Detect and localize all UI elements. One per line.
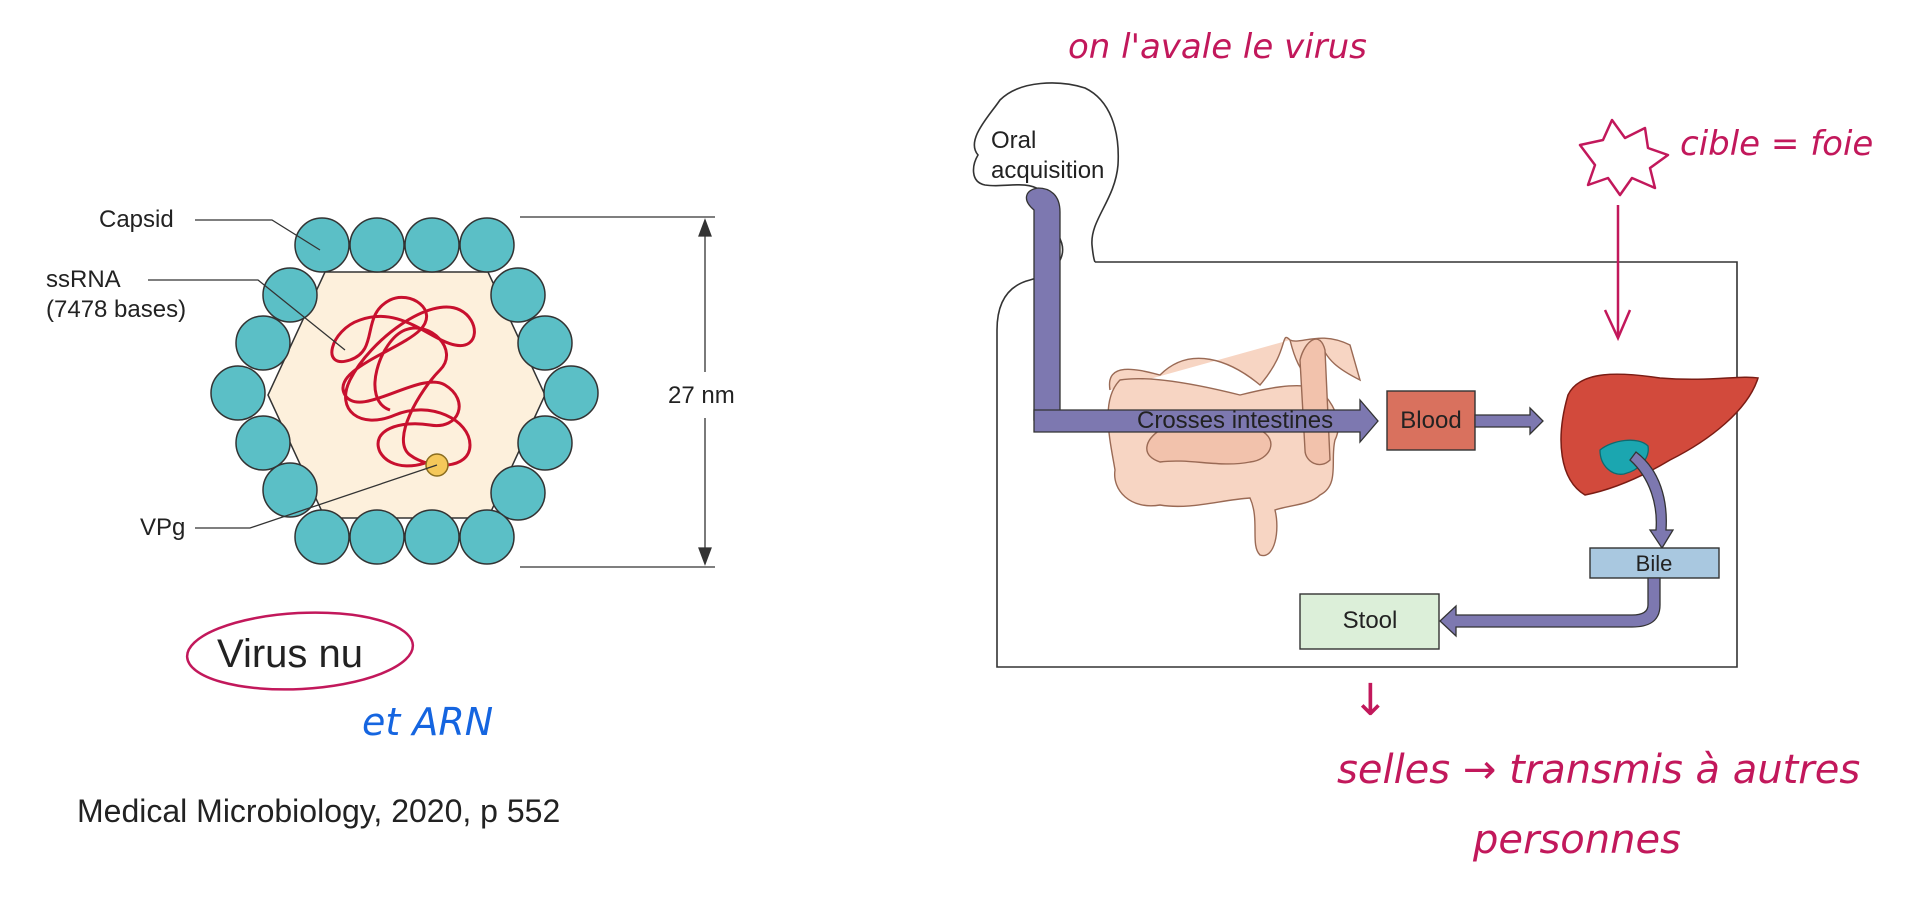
blood-to-liver-arrow [1474,406,1544,436]
oral-label-line2: acquisition [991,157,1104,184]
transmission-annotation-line2: personnes [1472,817,1681,863]
crosses-intestines-label: Crosses intestines [1137,407,1333,434]
starburst-icon [1578,118,1670,197]
bile-box [1589,547,1720,579]
capsomere [490,465,546,521]
citation: Medical Microbiology, 2020, p 552 [77,793,560,829]
capsomere [294,509,350,565]
capsomere [404,509,460,565]
stool-label: Stool [1343,607,1398,634]
virus-caption: Virus nu [217,632,363,676]
virion-structure: Capsid ssRNA (7478 bases) VPg 27 nm [46,206,735,568]
stool-arrow-annotation: ↓ [1352,675,1389,726]
leader-lines [148,219,438,529]
transmission-annotation-line1: selles → transmis à autres [1337,747,1860,793]
ssrna-bases-label: (7478 bases) [46,296,186,323]
capsomere [459,217,515,273]
capsomere [349,509,405,565]
vpg-label: VPg [140,514,185,541]
capsomere [210,365,266,421]
capsomere [235,315,291,371]
capsid-label: Capsid [99,206,174,233]
rna-note-annotation: et ARN [362,700,493,744]
capsomere [490,267,546,323]
blood-label: Blood [1400,407,1461,434]
blood-box [1386,390,1476,451]
digestive-tract-arrow [1025,187,1061,421]
liver-illustration [1560,373,1759,496]
stool-box [1299,593,1440,650]
capsomere [294,217,350,273]
bile-label: Bile [1636,551,1673,576]
capsomere [459,509,515,565]
size-dimension [520,216,715,568]
target-liver-annotation: cible = foie [1680,124,1873,164]
capsomere [543,365,599,421]
ssrna-strand [330,295,476,468]
capsomere [235,415,291,471]
capsomeres [210,217,599,565]
capsomere [262,267,318,323]
caption-circle-annotation [185,611,415,691]
ssrna-label: ssRNA [46,266,121,293]
capsomere [404,217,460,273]
capsomere [517,315,573,371]
swallow-annotation: on l'avale le virus [1068,27,1367,67]
capsomere [517,415,573,471]
target-arrow-icon [1603,205,1632,342]
intestines-illustration [1107,336,1362,557]
capsomere [349,217,405,273]
capsomere [262,462,318,518]
oral-label-line1: Oral [991,127,1036,154]
crosses-intestines-arrow [1033,398,1379,444]
bile-to-stool-arrow [1439,577,1661,638]
size-label: 27 nm [668,382,735,409]
